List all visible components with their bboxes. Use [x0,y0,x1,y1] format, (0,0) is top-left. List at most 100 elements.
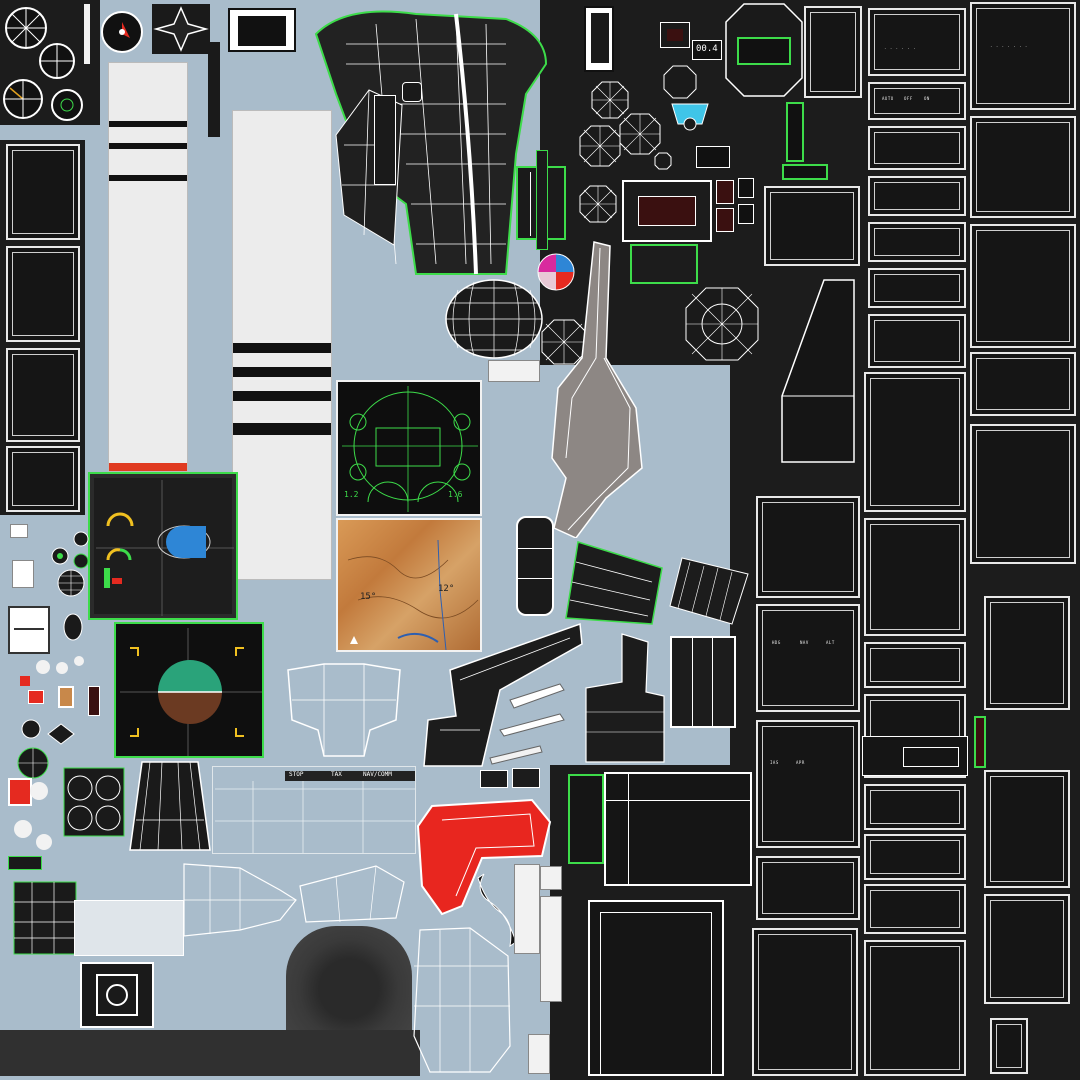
small-plate [974,716,986,768]
strip-label: NAV/COMM [363,771,392,778]
round-part [663,65,697,99]
panel-plate [990,1018,1028,1074]
panel-plate [984,596,1070,710]
white-strip-right [232,110,332,580]
small-plate [10,524,28,538]
panel-plate [864,884,966,934]
white-plate [74,900,184,956]
small-plate [716,180,734,204]
panel-text: AUTO [882,96,894,101]
round-part [47,723,75,745]
green-post [536,150,548,250]
cone-part [129,761,211,851]
white-dot [36,834,52,850]
gauge-icon [5,7,47,49]
grey-arm-part [551,241,643,538]
panel-plate [984,770,1070,888]
panel-text: NAV [800,640,809,645]
white-post [514,864,540,954]
panel-plate [868,222,966,262]
panel-plate [984,894,1070,1004]
green-cylinder [516,516,554,616]
small-plate [58,686,74,708]
panel-plate [868,314,966,368]
dark-part [565,541,663,625]
wireframe-white [413,927,511,1073]
octagon-frame [725,3,803,97]
panel-plate [752,928,858,1076]
panel-plate [862,736,968,776]
bar-part [208,42,220,137]
panel-plate [864,372,966,512]
trapezoid-part [630,244,698,284]
panel-plate [756,496,860,598]
globe-part [57,569,85,597]
dark-box [588,900,724,1076]
strip-with-labels: STOP TAX NAV/COMM [212,766,416,854]
panel-plate [756,856,860,920]
panel-plate [868,126,966,170]
wireframe-egg [445,279,543,359]
white-dot [14,820,32,838]
small-plate [8,606,50,654]
panel-plate: · · · · · · · [970,2,1076,110]
square-part [228,8,296,52]
gauge-icon [3,79,43,119]
small-plate [20,676,30,686]
dark-part [585,633,665,763]
white-strip-left [108,62,188,472]
panel-text: HDG [772,640,781,645]
small-plate [8,778,32,806]
compass-number: 1.2 [344,490,359,499]
dark-box [568,774,604,864]
small-plate [88,686,100,716]
green-plate [786,102,804,162]
panel-plate [868,82,966,120]
panel-plate [970,424,1076,564]
round-part [541,319,587,365]
dark-part [423,622,583,767]
star-part [152,4,210,54]
panel-plate [804,6,862,98]
white-post [540,896,562,1002]
panel-plate [864,784,966,830]
panel-text: APR [796,760,805,765]
white-post [540,866,562,890]
panel-plate [864,940,966,1076]
white-dot [56,662,68,674]
speaker-part [63,767,125,837]
compass-icon [101,11,143,53]
panel-plate [6,446,80,512]
small-plate [738,204,754,224]
wireframe-white [299,865,405,923]
panel-plate [6,348,80,442]
attitude-display [114,622,264,758]
panel-plate [756,720,860,848]
small-plate [584,6,614,72]
white-post [488,360,540,382]
gauge-icon [51,89,83,121]
round-part [17,747,49,779]
round-part [654,152,672,170]
panel-plate [970,352,1076,416]
wireframe-green [13,881,77,955]
readout-text: 00.4 [696,44,718,54]
panel-plate [6,144,80,240]
panel-plate [868,268,966,308]
strip-label: TAX [331,771,342,778]
terrain-map: 15° 12° [336,518,482,652]
small-dark-part [512,768,540,788]
small-plate [696,146,730,168]
panel-plate [756,604,860,712]
green-plate [782,164,828,180]
small-plate [660,22,690,48]
round-part [51,547,69,565]
round-part [63,613,83,641]
small-dark-part [480,770,508,788]
panel-plate [970,224,1076,348]
compass-number: 1.6 [448,490,463,499]
map-label: 12° [438,584,455,594]
readout-plate: 00.4 [692,40,722,60]
small-plate [738,178,754,198]
panel-plate [6,246,80,342]
